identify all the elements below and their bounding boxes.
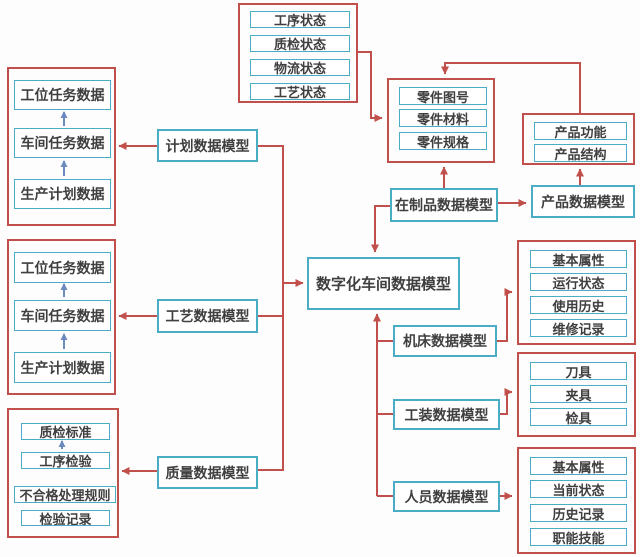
- node-plan-data-model: 计划数据模型: [157, 129, 258, 162]
- tooling-attr-item: 检具: [530, 408, 627, 426]
- part-item: 零件规格: [399, 132, 487, 150]
- status-item: 工序状态: [250, 11, 350, 28]
- node-machine-data-model: 机床数据模型: [393, 325, 497, 357]
- machine-attr-item: 使用历史: [530, 296, 627, 314]
- group-product-attr: 产品功能 产品结构: [522, 113, 635, 165]
- status-item: 工艺状态: [250, 83, 350, 100]
- node-quality-data-model: 质量数据模型: [157, 456, 258, 489]
- group-tooling-attr: 刀具 夹具 检具: [517, 352, 636, 437]
- node-product-data-model: 产品数据模型: [531, 185, 635, 218]
- node-tooling-data-model: 工装数据模型: [393, 399, 500, 430]
- plan-data-item: 生产计划数据: [14, 179, 111, 209]
- machine-attr-item: 运行状态: [530, 273, 627, 291]
- connector-left-trunk: [258, 145, 284, 471]
- connector-tooling-to-attr-group: [500, 388, 513, 415]
- part-item: 零件材料: [399, 109, 487, 127]
- plan-data-item: 车间任务数据: [14, 128, 111, 158]
- group-status: 工序状态 质检状态 物流状态 工艺状态: [238, 3, 358, 103]
- process-data-item: 工位任务数据: [14, 252, 111, 283]
- node-process-data-model: 工艺数据模型: [157, 299, 258, 333]
- process-data-item: 生产计划数据: [14, 352, 111, 383]
- product-attr-item: 产品功能: [534, 122, 627, 140]
- quality-data-item: 不合格处理规则: [14, 486, 116, 503]
- group-machine-attr: 基本属性 运行状态 使用历史 维修记录: [517, 240, 636, 345]
- process-data-item: 车间任务数据: [14, 300, 111, 331]
- node-personnel-data-model: 人员数据模型: [393, 481, 500, 512]
- quality-data-item: 质检标准: [21, 423, 110, 440]
- group-quality-data: 质检标准 工序检验 不合格处理规则 检验记录: [7, 408, 119, 538]
- group-part: 零件图号 零件材料 零件规格: [387, 78, 495, 163]
- connector-machine-to-attr-group: [497, 288, 513, 342]
- group-personnel-attr: 基本属性 当前状态 历史记录 职能技能: [517, 447, 636, 554]
- quality-data-item: 工序检验: [21, 452, 110, 469]
- machine-attr-item: 维修记录: [530, 319, 627, 337]
- node-wip-data-model: 在制品数据模型: [390, 188, 498, 222]
- tooling-attr-item: 刀具: [530, 362, 627, 380]
- node-digital-workshop-data-model: 数字化车间数据模型: [307, 257, 460, 310]
- group-plan-data: 工位任务数据 车间任务数据 生产计划数据: [7, 67, 116, 226]
- personnel-attr-item: 当前状态: [530, 480, 627, 498]
- part-item: 零件图号: [399, 87, 487, 105]
- personnel-attr-item: 历史记录: [530, 504, 627, 522]
- personnel-attr-item: 基本属性: [530, 457, 627, 475]
- product-attr-item: 产品结构: [534, 144, 627, 162]
- group-process-data: 工位任务数据 车间任务数据 生产计划数据: [7, 239, 116, 395]
- personnel-attr-item: 职能技能: [530, 528, 627, 546]
- quality-data-item: 检验记录: [21, 510, 110, 526]
- connector-status-group-to-part-group: [358, 51, 383, 122]
- status-item: 物流状态: [250, 59, 350, 76]
- status-item: 质检状态: [250, 35, 350, 52]
- machine-attr-item: 基本属性: [530, 250, 627, 268]
- plan-data-item: 工位任务数据: [14, 80, 111, 110]
- tooling-attr-item: 夹具: [530, 385, 627, 403]
- connector-wip-to-center: [371, 205, 390, 253]
